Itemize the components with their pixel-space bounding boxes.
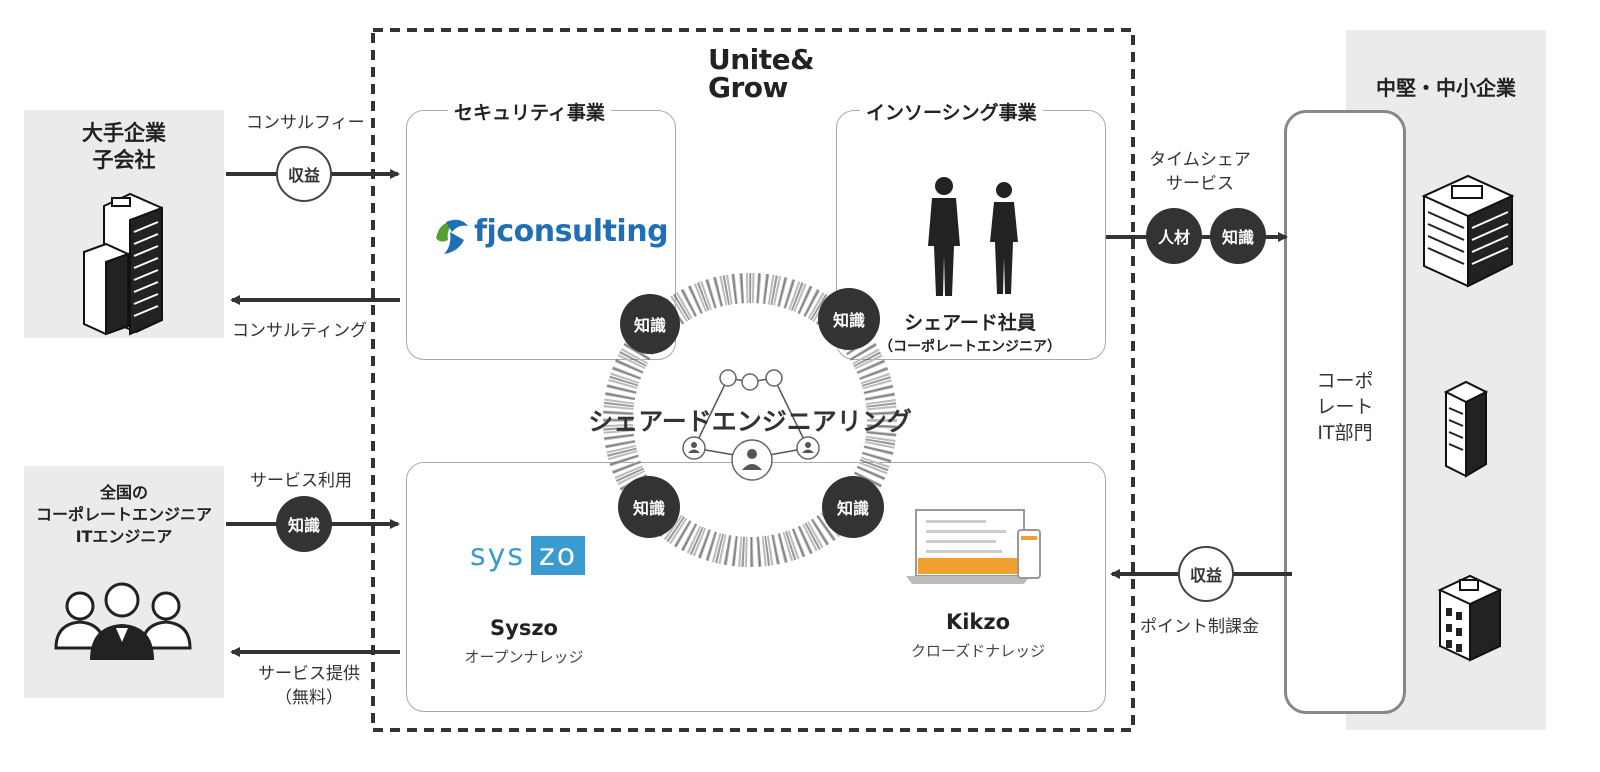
syszo-logo-zo: zo (531, 536, 586, 575)
consulting-label: コンサルティング (232, 321, 367, 341)
knowledge-badge-bottom-right: 知識 (822, 476, 884, 538)
knowledge-badge-top-right: 知識 (818, 288, 880, 350)
syszo-name: Syszo (490, 616, 558, 640)
service-use-label: サービス利用 (250, 471, 352, 491)
knowledge-badge-bottom-left: 知識 (618, 476, 680, 538)
consul-fee-label: コンサルフィー (246, 113, 365, 133)
engineers-group-icon (54, 591, 192, 650)
shared-engineering-title: シェアードエンジニアリング (588, 407, 912, 436)
corporate-it-label: コーポ レート IT部門 (1316, 370, 1374, 444)
engineers-title: 全国の コーポレートエンジニア ITエンジニア (35, 483, 212, 546)
revenue-badge-left: 収益 (276, 146, 332, 202)
insourcing-title: インソーシング事業 (860, 98, 1043, 125)
sme-building-small-icon (1437, 574, 1503, 662)
knowledge-badge-right: 知識 (1210, 208, 1266, 264)
kikzo-laptop-icon (906, 509, 1041, 584)
knowledge-badge-top-left: 知識 (620, 294, 680, 354)
timeshare-label: タイムシェア サービス (1149, 150, 1251, 194)
service-provide-label: サービス提供 （無料） (258, 664, 360, 708)
sme-building-medium-icon (1443, 380, 1489, 478)
syszo-logo: sys zo (470, 536, 586, 575)
fjconsulting-logo: fjconsulting (474, 214, 669, 249)
knowledge-badge-left: 知識 (276, 496, 332, 552)
revenue-badge-right: 収益 (1178, 546, 1234, 602)
shared-staff-icon (928, 177, 1018, 296)
talent-badge: 人材 (1146, 208, 1202, 264)
large-company-building-icon (83, 192, 163, 336)
corporate-it-box (1284, 110, 1406, 714)
shared-engineering-ring (603, 273, 897, 567)
sme-building-large-icon (1421, 174, 1515, 288)
unite-grow-logo: Unite& Grow (708, 43, 815, 104)
kikzo-sub: クローズドナレッジ (910, 642, 1046, 660)
unite-grow-frame (371, 28, 1135, 732)
point-billing-label: ポイント制課金 (1140, 617, 1259, 637)
syszo-logo-sys: sys (470, 538, 526, 573)
bottom-box (406, 462, 1106, 712)
large-company-title: 大手企業 子会社 (82, 121, 166, 172)
shared-staff-label: シェアード社員 (904, 312, 1036, 334)
sme-title: 中堅・中小企業 (1376, 76, 1516, 100)
engineers-main-user-icon (90, 582, 154, 660)
security-title: セキュリティ事業 (448, 98, 611, 125)
syszo-sub: オープンナレッジ (464, 648, 584, 666)
shared-staff-sublabel: （コーポレートエンジニア） (879, 339, 1061, 355)
kikzo-name: Kikzo (945, 610, 1011, 634)
insourcing-box (836, 110, 1106, 360)
fj-logo-icon (436, 219, 468, 254)
